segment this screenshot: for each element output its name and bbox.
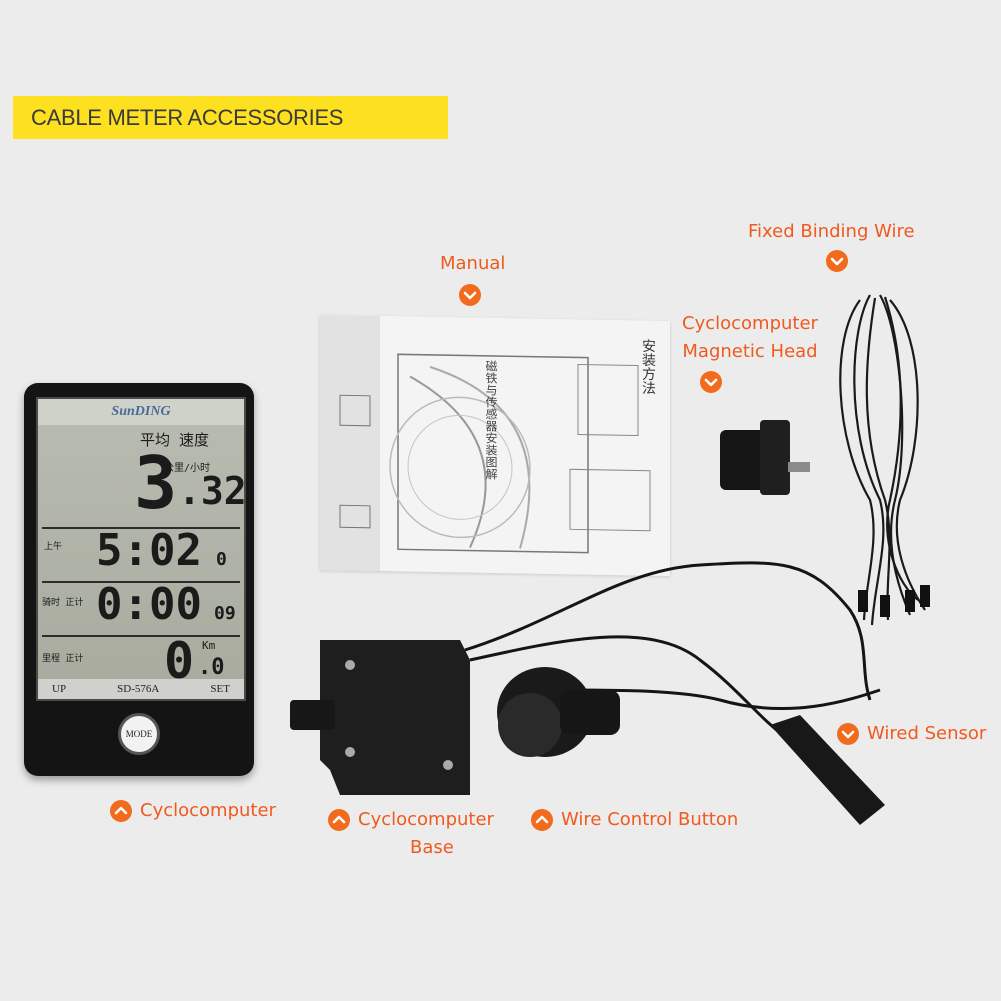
chevron-up-icon <box>110 800 132 822</box>
brand-logo: SunDING <box>38 399 244 425</box>
magnetic-head <box>720 420 810 495</box>
binding-wire-tip <box>880 595 890 617</box>
banner-title: CABLE METER ACCESSORIES <box>31 104 344 130</box>
set-label: SET <box>210 683 230 695</box>
time-value: 5:02 <box>96 525 202 576</box>
mode-button: MODE <box>118 713 160 755</box>
lcd-divider <box>42 527 240 529</box>
avg-speed-label: 平均 速度 <box>140 431 210 449</box>
up-label: UP <box>52 683 67 695</box>
magnetic-head-label: Cyclocomputer Magnetic Head <box>672 310 828 366</box>
binding-wire-tip <box>905 590 915 612</box>
lcd-divider <box>42 581 240 583</box>
wired-sensor-label: Wired Sensor <box>837 720 986 748</box>
chevron-down-icon <box>826 250 848 272</box>
manual-illustration <box>320 314 670 577</box>
manual-label: Manual <box>440 253 506 274</box>
chevron-up-icon <box>328 809 350 831</box>
chevron-up-icon <box>531 809 553 831</box>
time-label: 上午 <box>44 542 63 552</box>
ride-time-seconds: 09 <box>214 603 236 624</box>
chevron-down-icon <box>700 371 722 393</box>
wired-sensor-text: Wired Sensor <box>867 723 987 744</box>
wire-control-button-label: Wire Control Button <box>531 806 738 834</box>
ride-time-value: 0:00 <box>96 579 202 630</box>
speed-unit-label: 公里/小时 <box>164 463 211 474</box>
chevron-down-icon <box>459 284 481 306</box>
model-label: SD-576A <box>117 683 160 695</box>
time-seconds: 0 <box>216 549 227 570</box>
base-text-line1: Cyclocomputer <box>358 809 494 830</box>
chevron-down-icon <box>837 723 859 745</box>
magnetic-head-label-line2: Magnetic Head <box>682 341 818 362</box>
cyclocomputer-base <box>290 640 470 795</box>
speed-main-digit: 3 <box>134 441 178 525</box>
ride-time-label: 骑时 正计 <box>42 598 84 608</box>
base-text-line2: Base <box>410 837 454 858</box>
wire-control-button <box>497 667 620 757</box>
binding-wire-bundle <box>839 294 926 626</box>
magnetic-head-label-line1: Cyclocomputer <box>682 313 818 334</box>
cyclocomputer-label: Cyclocomputer <box>110 797 276 825</box>
fixed-binding-wire-label: Fixed Binding Wire <box>748 221 915 242</box>
base-label: Cyclocomputer <box>328 806 494 834</box>
manual-booklet: 磁铁与传感器安装图解 安装方法 <box>320 314 670 577</box>
banner: CABLE METER ACCESSORIES <box>13 96 448 139</box>
cyclocomputer-text: Cyclocomputer <box>140 800 276 821</box>
distance-label: 里程 正计 <box>42 654 84 664</box>
binding-wire-tip <box>920 585 930 607</box>
lcd-divider <box>42 635 240 637</box>
distance-unit: Km <box>202 639 216 652</box>
binding-wire-tip <box>858 590 868 612</box>
speed-decimal: .32 <box>178 469 247 513</box>
lcd-screen: SunDING 平均 速度 公里/小时 3 .32 上午 5:02 0 骑时 正… <box>36 397 247 701</box>
wire-control-button-text: Wire Control Button <box>561 809 739 830</box>
distance-decimal: .0 <box>198 655 225 680</box>
cyclocomputer-device: SunDING 平均 速度 公里/小时 3 .32 上午 5:02 0 骑时 正… <box>24 383 254 776</box>
lcd-bottom-bar: UP SD-576A SET <box>38 679 244 699</box>
wired-sensor <box>770 715 885 825</box>
